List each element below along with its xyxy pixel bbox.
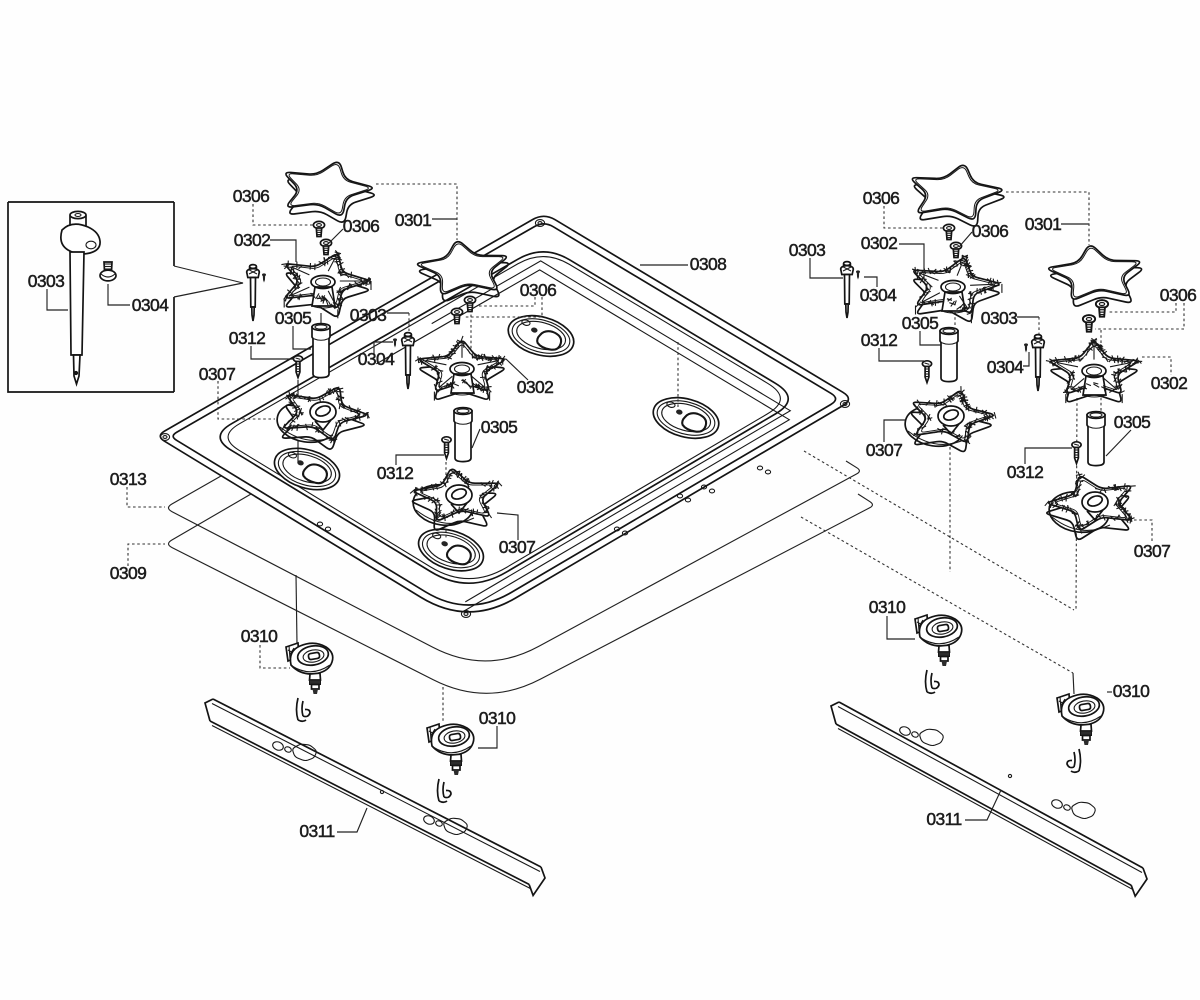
svg-text:0307: 0307	[1134, 541, 1171, 561]
svg-text:0306: 0306	[1160, 285, 1197, 305]
svg-text:0302: 0302	[861, 233, 898, 253]
svg-text:0309: 0309	[110, 563, 147, 583]
svg-text:0308: 0308	[690, 254, 727, 274]
svg-text:0302: 0302	[517, 377, 554, 397]
svg-text:0303: 0303	[981, 308, 1018, 328]
svg-text:0305: 0305	[1114, 412, 1151, 432]
svg-text:0310: 0310	[479, 708, 516, 728]
svg-text:0306: 0306	[863, 188, 900, 208]
svg-text:0312: 0312	[377, 463, 414, 483]
svg-text:0311: 0311	[926, 809, 961, 829]
svg-text:0311: 0311	[299, 821, 334, 841]
svg-text:0304: 0304	[358, 349, 395, 369]
svg-text:0307: 0307	[866, 440, 903, 460]
svg-text:0312: 0312	[229, 328, 266, 348]
svg-text:0305: 0305	[902, 313, 939, 333]
svg-text:0301: 0301	[395, 210, 432, 230]
svg-text:0302: 0302	[234, 230, 271, 250]
svg-text:0306: 0306	[520, 280, 557, 300]
svg-text:0304: 0304	[987, 357, 1024, 377]
svg-text:0312: 0312	[861, 330, 898, 350]
svg-text:0305: 0305	[481, 417, 518, 437]
svg-text:0304: 0304	[132, 295, 169, 315]
svg-text:0310: 0310	[241, 626, 278, 646]
svg-text:0310: 0310	[1113, 681, 1150, 701]
svg-text:0302: 0302	[1151, 373, 1188, 393]
svg-text:0307: 0307	[199, 364, 236, 384]
svg-text:0306: 0306	[233, 186, 270, 206]
svg-text:0303: 0303	[28, 271, 65, 291]
svg-text:0307: 0307	[499, 537, 536, 557]
svg-text:0301: 0301	[1025, 214, 1062, 234]
svg-text:0305: 0305	[275, 308, 312, 328]
svg-text:0312: 0312	[1007, 462, 1044, 482]
svg-text:0306: 0306	[343, 216, 380, 236]
svg-text:0313: 0313	[110, 469, 147, 489]
svg-text:0304: 0304	[860, 285, 897, 305]
svg-text:0303: 0303	[350, 305, 387, 325]
svg-text:0303: 0303	[789, 240, 826, 260]
svg-text:0306: 0306	[972, 221, 1009, 241]
svg-text:0310: 0310	[869, 597, 906, 617]
